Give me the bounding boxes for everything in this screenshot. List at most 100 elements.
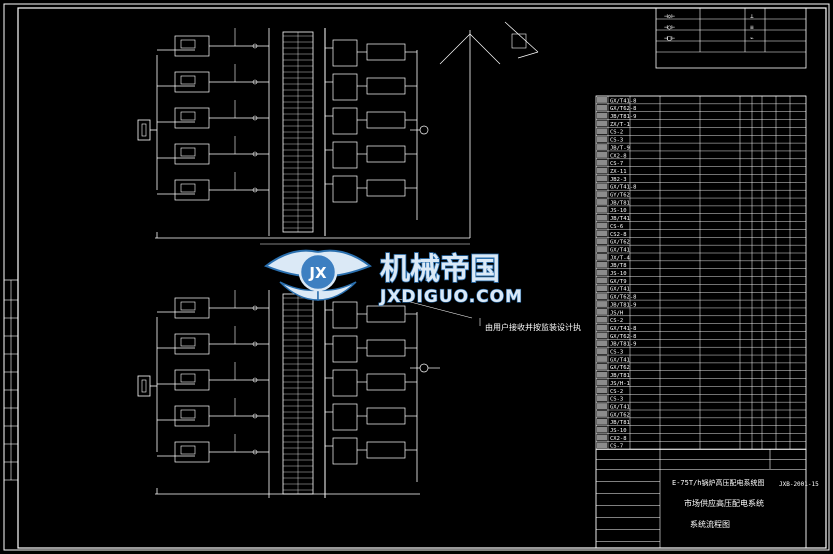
winged-logo-icon: JX bbox=[263, 249, 373, 301]
bom-part-code: GX/T9 bbox=[610, 279, 627, 285]
ct-symbol bbox=[252, 187, 258, 193]
breaker-symbol bbox=[180, 337, 196, 347]
bom-part-code: JB/T81 bbox=[610, 200, 630, 206]
outgoing-cell bbox=[332, 335, 358, 363]
bom-marker bbox=[597, 159, 607, 166]
bom-part-code: GX/T62 bbox=[610, 365, 630, 371]
bom-part-code: GX/T41 bbox=[610, 404, 630, 410]
bom-marker bbox=[597, 222, 607, 229]
drawing-number: JXB-2001-15 bbox=[779, 481, 819, 488]
lightning-box bbox=[511, 33, 527, 49]
bom-part-code: ZX/T-1 bbox=[610, 122, 630, 128]
bom-marker bbox=[597, 246, 607, 252]
bom-part-code: CX2-8 bbox=[610, 153, 627, 159]
outgoing-cell bbox=[332, 175, 358, 203]
bom-marker bbox=[597, 206, 607, 213]
bom-part-code: JB/T81 bbox=[610, 420, 630, 426]
bom-marker bbox=[597, 191, 607, 198]
bom-marker bbox=[597, 167, 607, 174]
bom-marker bbox=[597, 332, 607, 339]
outer-frame bbox=[3, 3, 830, 551]
bom-part-code: GX/T41-8 bbox=[610, 98, 637, 104]
arrester-symbol bbox=[419, 125, 429, 135]
bom-marker bbox=[597, 356, 607, 362]
breaker-symbol bbox=[180, 147, 196, 157]
bom-marker bbox=[597, 411, 607, 417]
bom-marker bbox=[597, 285, 607, 292]
bom-part-code: JX/T-4 bbox=[610, 255, 631, 261]
outgoing-cell bbox=[332, 107, 358, 135]
bom-marker bbox=[597, 120, 607, 127]
bom-marker bbox=[597, 175, 607, 182]
bom-part-code: GX/T41 bbox=[610, 247, 630, 253]
bom-marker bbox=[597, 214, 607, 221]
bom-marker bbox=[597, 395, 607, 402]
bom-part-code: JB/T8 bbox=[610, 263, 627, 269]
bom-part-code: GX/T62 bbox=[610, 240, 630, 246]
legend-symbol-icon: ⊥ bbox=[750, 13, 754, 20]
bom-marker bbox=[597, 348, 607, 355]
outgoing-cell bbox=[332, 403, 358, 431]
breaker-symbol bbox=[180, 39, 196, 49]
installation-note: 由用户接收并按监装设计执 bbox=[485, 322, 581, 332]
bom-marker bbox=[597, 434, 607, 441]
bom-part-code: GX/T41-8 bbox=[610, 185, 637, 191]
bom-part-code: JS-10 bbox=[610, 428, 627, 434]
bom-part-code: GX/T41 bbox=[610, 357, 630, 363]
legend-symbol-icon: ≡ bbox=[750, 24, 754, 31]
bom-part-code: CS-6 bbox=[610, 224, 623, 230]
ct-symbol bbox=[252, 115, 258, 121]
bom-part-code: GY/T62 bbox=[610, 193, 630, 199]
outgoing-cell bbox=[332, 301, 358, 329]
outgoing-cell bbox=[332, 369, 358, 397]
tower-arm bbox=[439, 33, 471, 65]
ct-symbol bbox=[252, 413, 258, 419]
bom-marker bbox=[597, 261, 607, 268]
bom-marker bbox=[597, 301, 607, 307]
bom-part-code: JB/T81-9 bbox=[610, 302, 637, 308]
bom-marker bbox=[597, 112, 607, 119]
bom-marker bbox=[597, 387, 607, 394]
bom-marker bbox=[597, 403, 607, 409]
ct-symbol bbox=[252, 449, 258, 455]
breaker-symbol bbox=[180, 445, 196, 455]
bom-part-code: GX/T62-8 bbox=[610, 295, 637, 301]
logo-badge: JX bbox=[308, 264, 327, 282]
watermark-url: JXDIGUO.COM bbox=[379, 287, 523, 307]
ct-symbol bbox=[252, 79, 258, 85]
bom-part-code: JB/T81-9 bbox=[610, 114, 637, 120]
bom-part-code: GX/T41 bbox=[610, 287, 630, 293]
bom-marker bbox=[597, 371, 607, 378]
bom-part-code: CS-2 bbox=[610, 389, 623, 395]
bom-part-code: GX/T62 bbox=[610, 412, 630, 418]
watermark-brand: 机械帝国 bbox=[380, 252, 500, 287]
legend-symbol-icon: ⊣○⊢ bbox=[664, 24, 675, 31]
breaker-symbol bbox=[180, 111, 196, 121]
bom-part-code: GX/T62-8 bbox=[610, 106, 637, 112]
bom-marker bbox=[597, 340, 607, 347]
bom-marker bbox=[597, 442, 607, 449]
breaker-symbol bbox=[180, 183, 196, 193]
breaker-symbol bbox=[180, 301, 196, 311]
ct-symbol bbox=[252, 341, 258, 347]
bom-marker bbox=[597, 144, 607, 150]
breaker-symbol bbox=[180, 75, 196, 85]
outgoing-cell bbox=[332, 39, 358, 67]
bom-part-code: JB/T81-9 bbox=[610, 342, 637, 348]
legend-symbol-icon: ⊣◇⊢ bbox=[664, 13, 675, 20]
bom-part-code: CS-2 bbox=[610, 130, 623, 136]
bom-marker bbox=[597, 269, 607, 276]
ct-symbol bbox=[252, 305, 258, 311]
bom-marker bbox=[597, 316, 607, 323]
bom-part-code: JS-10 bbox=[610, 271, 627, 277]
bom-marker bbox=[597, 418, 607, 425]
bom-part-code: CS-3 bbox=[610, 138, 623, 144]
bom-marker bbox=[597, 199, 607, 205]
title-block bbox=[595, 448, 807, 549]
lightning-arm bbox=[517, 51, 539, 59]
bom-part-code: GX/T62-8 bbox=[610, 334, 637, 340]
bom-part-code: CS2-8 bbox=[610, 232, 627, 238]
breaker-symbol bbox=[180, 409, 196, 419]
